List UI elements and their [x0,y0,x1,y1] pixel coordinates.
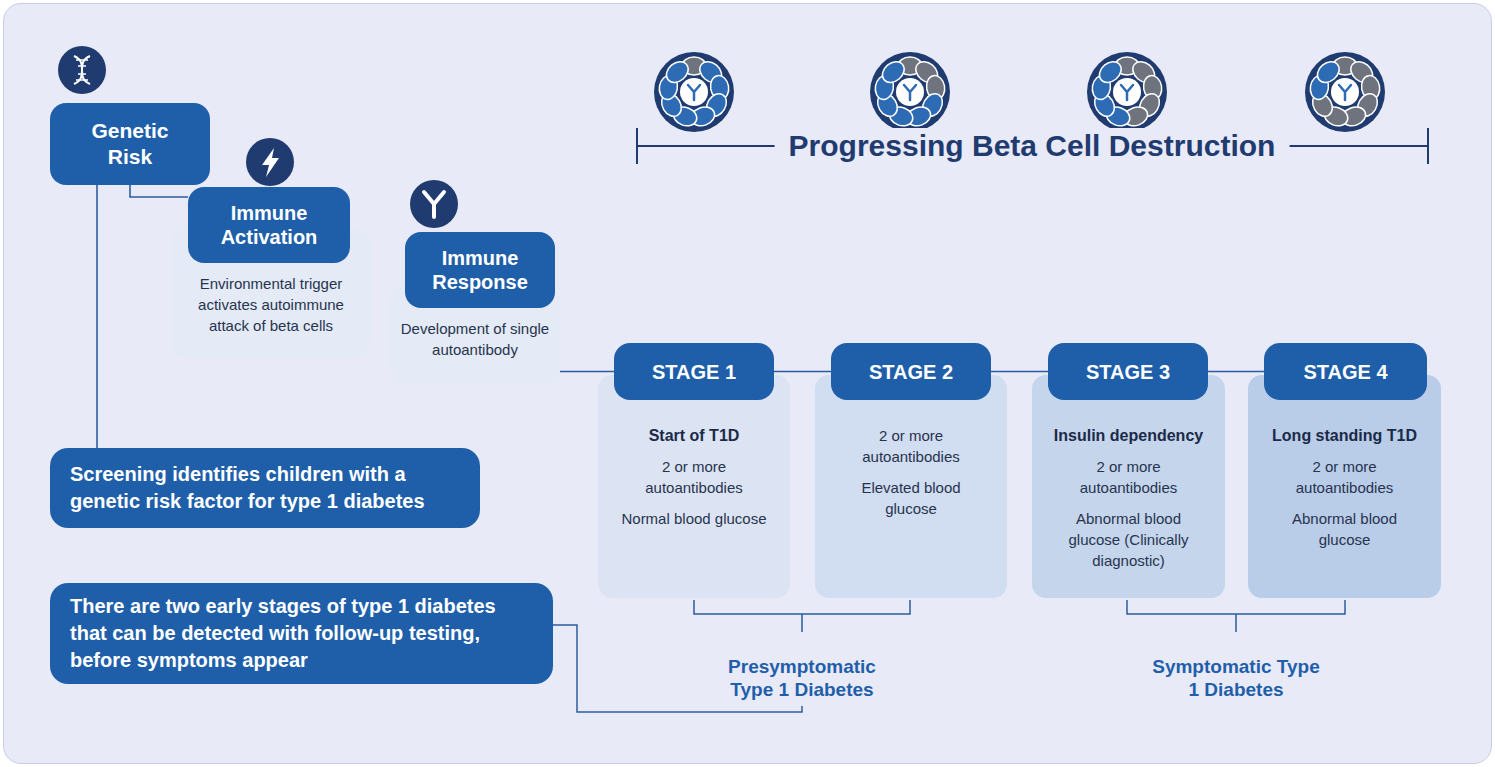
stage-card: Insulin dependency 2 or more autoantibodi… [1032,343,1225,598]
card-text: 2 or more autoantibodies [837,425,985,467]
note-text: There are two early stages of type 1 dia… [70,593,533,674]
box-title: Genetic Risk [74,118,186,170]
stage-card: Environmental trigger activates autoimmu… [172,187,370,358]
card-header: Immune Activation [188,187,350,263]
connector-line [991,371,1048,373]
group-label: Presymptomatic Type 1 Diabetes [712,655,892,701]
symptomatic-bracket [1127,600,1345,632]
connector-line [560,371,614,373]
card-heading: STAGE 2 [869,360,953,384]
card-header: STAGE 1 [614,343,774,400]
card-text: 2 or more autoantibodies [620,456,768,498]
card-text: 2 or more autoantibodies [1050,456,1207,498]
connector-line [1208,371,1264,373]
card-header: STAGE 3 [1048,343,1208,400]
card-title: Long standing T1D [1270,425,1419,446]
card-text: 2 or more autoantibodies [1270,456,1419,498]
card-body: Insulin dependency 2 or more autoantibodi… [1032,375,1225,598]
note-text: Screening identifies children with a gen… [70,461,460,515]
stage-card: Development of single autoantibody Immune… [390,232,560,384]
card-heading: STAGE 3 [1086,360,1170,384]
card-text: Elevated blood glucose [837,477,985,519]
card-body: Start of T1D 2 or more autoantibodiesNorm… [598,375,790,598]
card-title: Start of T1D [620,425,768,446]
group-label: Symptomatic Type 1 Diabetes [1146,655,1326,701]
card-text: Abnormal blood glucose [1270,508,1419,550]
dna-icon [58,46,106,94]
stage-card: 2 or more autoantibodiesElevated blood g… [815,343,1007,598]
connector-line [774,371,831,373]
card-text: Environmental trigger activates autoimmu… [184,273,358,336]
card-heading: Immune Response [419,246,541,294]
card-body: Long standing T1D 2 or more autoantibodie… [1248,375,1441,598]
card-text: Normal blood glucose [620,508,768,529]
card-header: STAGE 4 [1264,343,1427,400]
card-body: 2 or more autoantibodiesElevated blood g… [815,375,1007,598]
stage-card: Start of T1D 2 or more autoantibodiesNorm… [598,343,790,598]
lightning-icon [246,138,294,186]
card-header: Immune Response [405,232,555,308]
process-box: Genetic Risk [50,103,210,185]
note-box: There are two early stages of type 1 dia… [50,583,553,684]
card-title: Insulin dependency [1050,425,1207,446]
card-heading: Immune Activation [202,201,336,249]
stage-card: Long standing T1D 2 or more autoantibodie… [1248,343,1441,598]
connector-line [130,185,188,197]
card-text: Development of single autoantibody [400,318,550,360]
card-heading: STAGE 1 [652,360,736,384]
title-bracket [637,128,1428,164]
note-box: Screening identifies children with a gen… [50,448,480,528]
card-text: Abnormal blood glucose (Clinically diagn… [1050,508,1207,571]
presymptomatic-bracket [694,600,910,632]
card-heading: STAGE 4 [1303,360,1387,384]
section-title: Progressing Beta Cell Destruction [775,128,1290,164]
antibody-icon [410,180,458,228]
connector-line [96,185,98,448]
card-header: STAGE 2 [831,343,991,400]
beta-cell-figures [654,52,1385,132]
